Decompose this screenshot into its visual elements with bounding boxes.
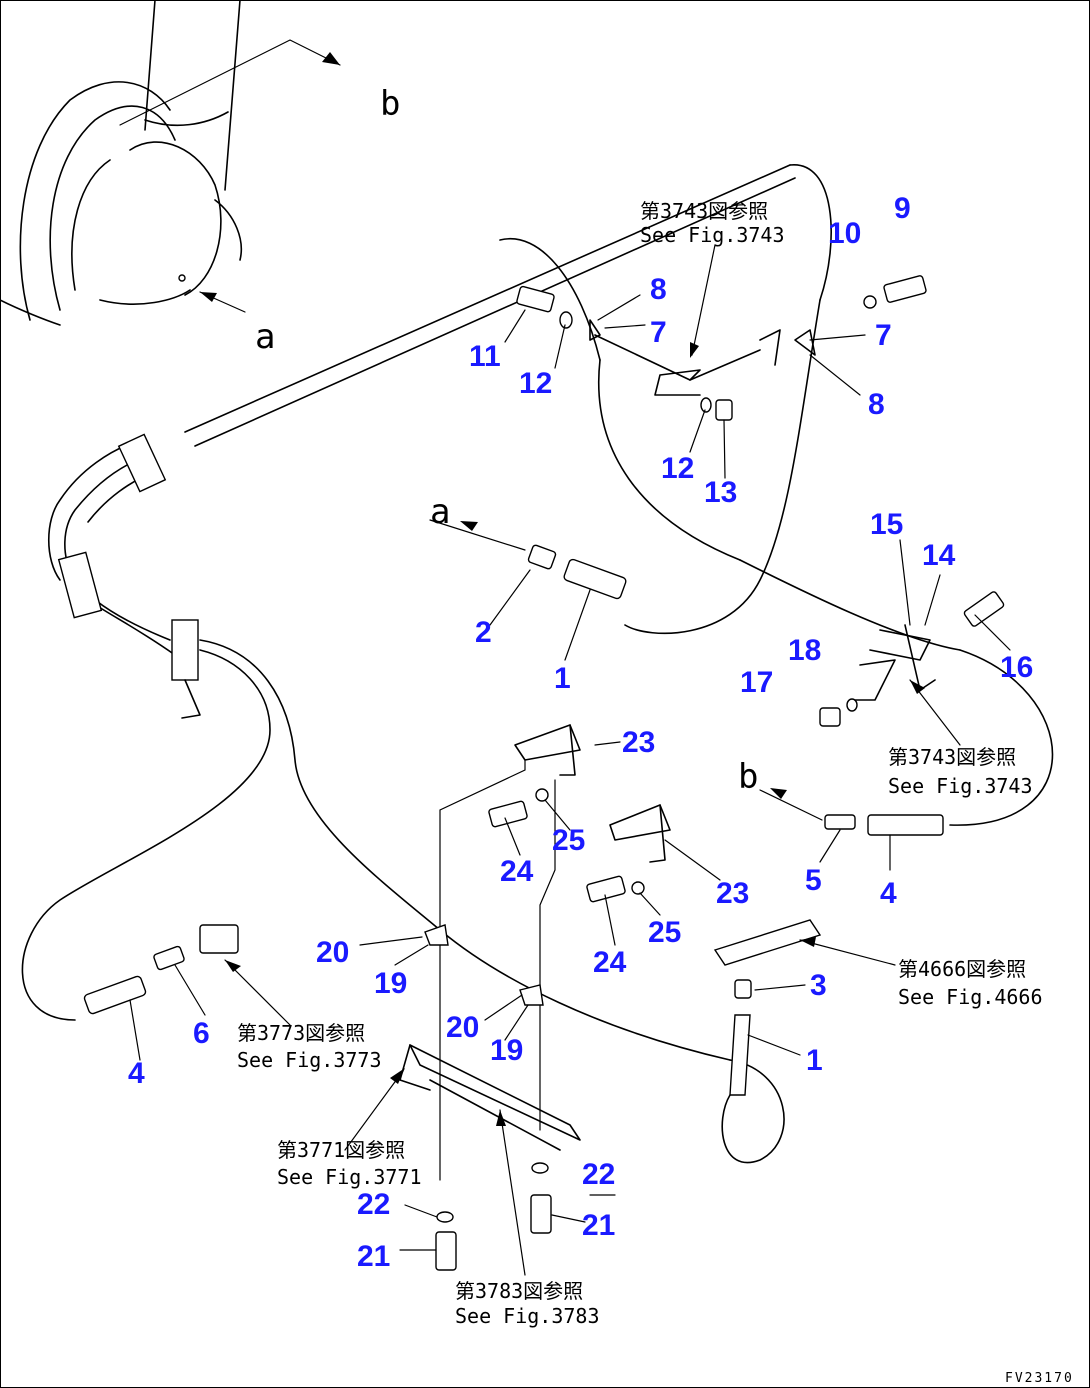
callout-4-right: 4 (880, 877, 897, 910)
callout-21-right: 21 (582, 1209, 615, 1242)
callout-1-bottom: 1 (806, 1044, 823, 1077)
lower-right-parts (713, 788, 944, 1096)
callout-18: 18 (788, 634, 821, 667)
ref-3773-jp: 第3773図参照 (237, 1021, 365, 1045)
lower-bar-assembly (344, 1044, 581, 1276)
letter-a-center: a (430, 492, 450, 532)
letter-a-tire: a (255, 317, 275, 357)
callout-14: 14 (922, 539, 956, 572)
callout-8-left: 8 (650, 273, 667, 306)
callout-24-top: 24 (500, 855, 534, 888)
callout-25-top: 25 (552, 824, 585, 857)
callout-1-top: 1 (554, 662, 571, 695)
arrow-b-top (119, 39, 341, 126)
callout-5: 5 (805, 864, 822, 897)
callout-21-left: 21 (357, 1240, 390, 1273)
clamp-19-20 (424, 924, 544, 1006)
drawing-code: FV23170 (1005, 1371, 1074, 1386)
callout-24-bottom: 24 (593, 946, 627, 979)
callout-12-left: 12 (519, 367, 552, 400)
callout-9: 9 (894, 192, 911, 225)
leader-lines (129, 294, 1011, 1251)
callout-4-left: 4 (128, 1057, 145, 1090)
callout-7-right: 7 (875, 319, 892, 352)
lower-left-parts (83, 924, 291, 1026)
ref-3783-jp: 第3783図参照 (455, 1279, 583, 1303)
tube-clamps (57, 433, 201, 719)
ref-3743-top-en: See Fig.3743 (640, 223, 785, 247)
ref-4666-jp: 第4666図参照 (898, 957, 1026, 981)
callout-25-bottom: 25 (648, 916, 681, 949)
callout-23-top: 23 (622, 726, 655, 759)
upper-bracket-assembly (516, 275, 927, 421)
brake-tubes (21, 164, 1054, 1164)
ref-3771-en: See Fig.3771 (277, 1165, 422, 1189)
callout-17: 17 (740, 666, 773, 699)
callout-19-left: 19 (374, 967, 407, 1000)
callout-8-right: 8 (868, 388, 885, 421)
callout-11: 11 (469, 340, 501, 373)
ref-3743-right-en: See Fig.3743 (888, 774, 1033, 798)
callout-20-right: 20 (446, 1011, 479, 1044)
callout-22-right: 22 (582, 1158, 615, 1191)
callout-23-bottom: 23 (716, 877, 749, 910)
right-bracket-assembly (819, 591, 1005, 727)
callout-16: 16 (1000, 651, 1033, 684)
callout-7-left: 7 (650, 316, 667, 349)
ref-4666-en: See Fig.4666 (898, 985, 1043, 1009)
callout-20-left: 20 (316, 936, 349, 969)
callout-13: 13 (704, 476, 737, 509)
letter-b-top: b (380, 84, 400, 124)
callout-12-center: 12 (661, 452, 694, 485)
callout-10: 10 (828, 217, 861, 250)
callout-22-left: 22 (357, 1188, 390, 1221)
tire-assembly (0, 0, 242, 326)
callout-3: 3 (810, 969, 827, 1002)
callout-2: 2 (475, 616, 492, 649)
ref-3743-top-jp: 第3743図参照 (640, 199, 768, 223)
ref-3743-right-jp: 第3743図参照 (888, 745, 1016, 769)
ref-3771-jp: 第3771図参照 (277, 1138, 405, 1162)
lower-center-brackets (439, 724, 671, 1181)
arrow-a-tire (199, 291, 246, 313)
ref-arrows (690, 244, 961, 746)
hose-and-fittings (429, 519, 627, 600)
ref-3773-en: See Fig.3773 (237, 1048, 382, 1072)
letter-b-right: b (738, 757, 758, 797)
callout-6: 6 (193, 1017, 210, 1050)
callout-15: 15 (870, 508, 903, 541)
callout-19-right: 19 (490, 1034, 523, 1067)
ref-3783-en: See Fig.3783 (455, 1304, 600, 1328)
